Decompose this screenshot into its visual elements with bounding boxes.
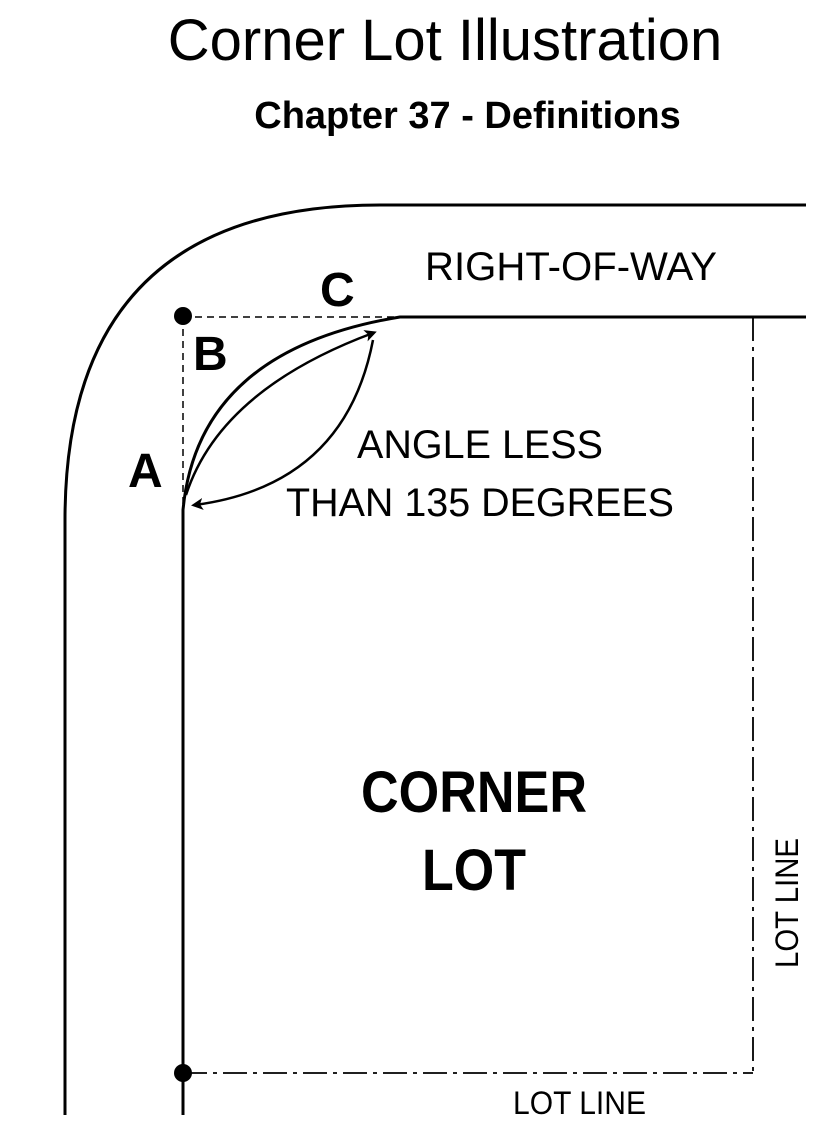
point-b-label: B [193,328,228,381]
point-a-label: A [128,445,163,498]
point-c-label: C [320,264,355,317]
corner-lot-label-line1: CORNER [361,760,587,825]
right-of-way-label: RIGHT-OF-WAY [425,245,717,289]
lot-frontage-line [181,315,806,1115]
angle-label-line1: ANGLE LESS [357,423,603,467]
corner-lot-label-line2: LOT [422,838,526,903]
point-bottom-dot [174,1064,192,1082]
angle-label-line2: THAN 135 DEGREES [286,481,674,525]
rear-lot-line-label: LOT LINE [513,1085,646,1121]
outer-right-of-way-line [63,203,806,1115]
angle-arrow-upper [184,330,377,496]
angle-arrow-lower [191,339,375,510]
page-title: Corner Lot Illustration [167,8,723,73]
page-subtitle: Chapter 37 - Definitions [254,95,681,137]
point-b-dot [174,307,192,325]
side-lot-line-label: LOT LINE [769,838,805,968]
